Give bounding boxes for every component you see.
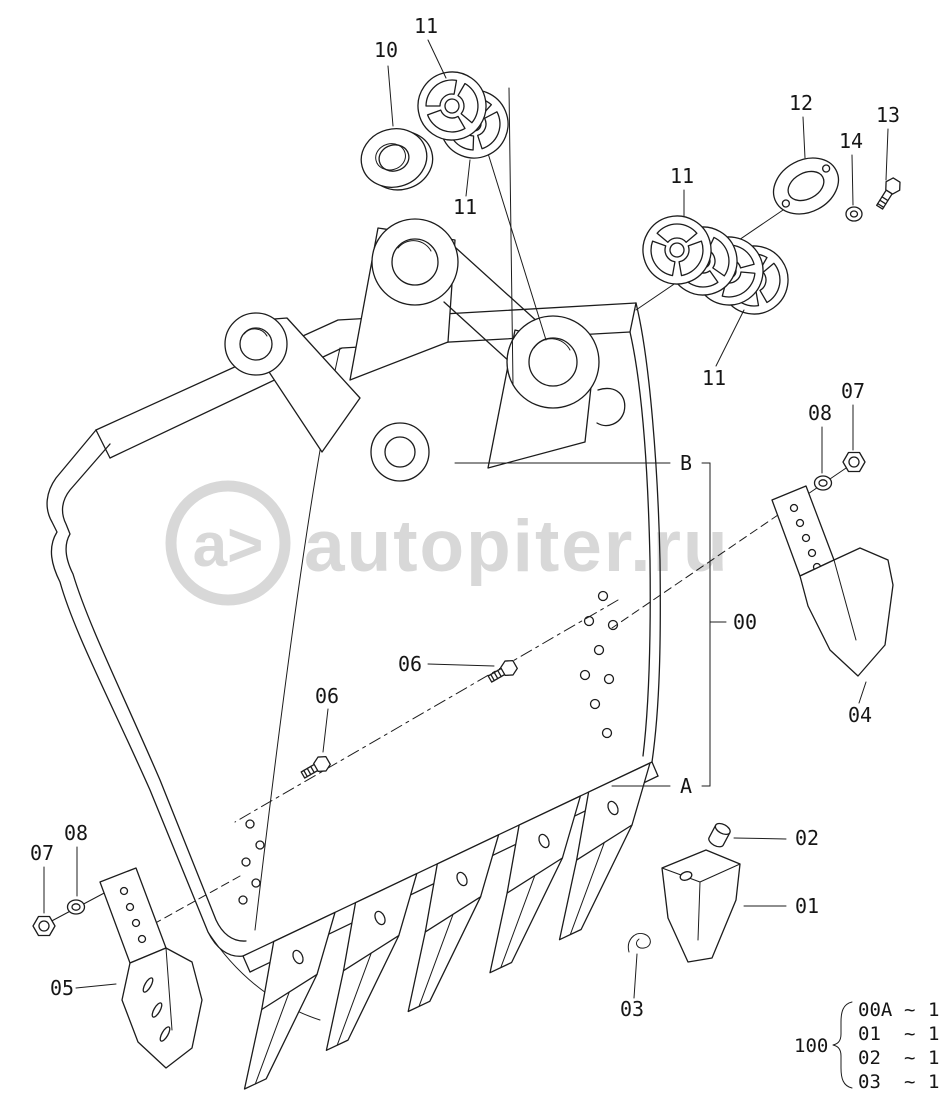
callout-08-left: 08 [64, 821, 88, 845]
tooth-4 [489, 795, 582, 974]
callout-01: 01 [795, 894, 819, 918]
watermark-text: autopiter.ru [304, 506, 730, 587]
tooth-3 [407, 834, 500, 1013]
parts-row-qty: 1 [928, 999, 939, 1021]
callout-05: 05 [50, 976, 74, 1000]
callout-06-upper: 06 [398, 652, 422, 676]
part-05-side-cutter [99, 867, 203, 1069]
callout-11-b: 11 [453, 195, 477, 219]
parts-row-code: 00A [858, 999, 893, 1021]
part-06-bolt-upper [485, 656, 520, 687]
part-08-washer-left [66, 899, 86, 915]
parts-row-code: 03 [858, 1071, 881, 1093]
tooth-5 [558, 762, 651, 941]
parts-list-brace [832, 1001, 853, 1089]
leader-lines [43, 39, 889, 999]
parts-row-sep: ~ [904, 1071, 915, 1093]
callout-02: 02 [795, 826, 819, 850]
part-14-washer [845, 206, 863, 222]
bucket-teeth [243, 762, 651, 1090]
callout-11-d: 11 [702, 366, 726, 390]
part-13-bolt [876, 177, 901, 210]
callout-08-right: 08 [808, 401, 832, 425]
callout-11-c: 11 [670, 164, 694, 188]
side-cutter-holes-right [579, 590, 619, 739]
parts-row-code: 01 [858, 1023, 881, 1045]
part-12-plate [772, 157, 840, 215]
parts-row-qty: 1 [928, 1071, 939, 1093]
callout-labels: 10 11 11 11 11 12 14 13 07 08 04 00 06 0… [30, 14, 900, 1021]
parts-list: 100 00A ~ 1 01 ~ 1 02 ~ 1 03 ~ 1 [794, 999, 939, 1093]
marker-a: A [680, 774, 692, 798]
parts-row-qty: 1 [928, 1047, 939, 1069]
part-01-tooth-point [661, 849, 741, 963]
marker-b: B [680, 451, 692, 475]
callout-14: 14 [839, 129, 863, 153]
callout-13: 13 [876, 103, 900, 127]
callout-12: 12 [789, 91, 813, 115]
callout-07-right: 07 [841, 379, 865, 403]
callout-11-a: 11 [414, 14, 438, 38]
parts-row-sep: ~ [904, 999, 915, 1021]
hinge-ears [224, 218, 600, 482]
parts-row-sep: ~ [904, 1023, 915, 1045]
part-03-clip [627, 932, 651, 953]
part-06-bolt-lower [298, 752, 333, 783]
part-04-side-cutter [771, 485, 894, 677]
ab-bracket [454, 462, 727, 787]
parts-row-qty: 1 [928, 1023, 939, 1045]
tooth-2 [325, 872, 418, 1051]
bucket-side-plate [46, 347, 341, 1021]
callout-00: 00 [733, 610, 757, 634]
tooth-1 [243, 911, 336, 1090]
watermark-logo: a> [193, 511, 264, 580]
part-11-cushions-right [631, 204, 794, 320]
part-08-washer-right [813, 475, 833, 491]
watermark: a> autopiter.ru [165, 480, 730, 606]
callout-03: 03 [620, 997, 644, 1021]
part-10-ring [360, 128, 434, 191]
part-02-pin [708, 822, 731, 848]
parts-row-sep: ~ [904, 1047, 915, 1069]
bucket-line-art [32, 39, 901, 1090]
lifting-hook [596, 387, 626, 427]
part-07-nut-left [32, 915, 56, 937]
side-cutter-holes-left [238, 819, 265, 905]
bucket-right-edge [629, 302, 661, 763]
watermark-ring [165, 480, 291, 606]
callout-04: 04 [848, 703, 872, 727]
callout-07-left: 07 [30, 841, 54, 865]
parts-row-code: 02 [858, 1047, 881, 1069]
callout-10: 10 [374, 38, 398, 62]
parts-list-group: 100 [794, 1035, 828, 1057]
part-07-nut-right [842, 451, 866, 473]
callout-06-lower: 06 [315, 684, 339, 708]
